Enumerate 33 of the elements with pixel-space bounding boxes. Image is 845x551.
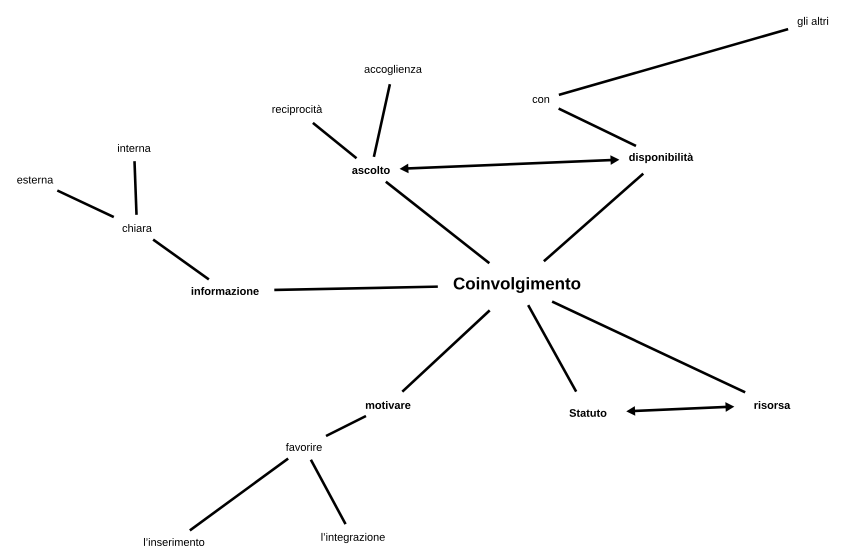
topic-label: l’inserimento	[144, 538, 204, 546]
connector-line	[325, 414, 367, 438]
topic-label: informazione	[192, 286, 259, 296]
topic-label: motivare	[366, 400, 410, 410]
connector-line	[558, 107, 637, 148]
connector-line	[312, 122, 358, 160]
central-topic: Coinvolgimento	[454, 277, 580, 293]
connector-line	[152, 238, 210, 280]
connector-line	[56, 189, 114, 218]
connector-line	[189, 458, 289, 532]
connector-line	[543, 172, 644, 262]
connector-line	[274, 285, 438, 292]
connector-line	[385, 180, 490, 264]
topic-label: reciprocità	[272, 104, 322, 116]
connector-line	[372, 84, 392, 158]
topic-label: gli altri	[798, 16, 828, 28]
topic-label: accoglienza	[364, 64, 422, 76]
connector-line	[401, 309, 491, 393]
topic-label: interna	[118, 144, 151, 152]
topic-label: esterna	[17, 176, 54, 184]
topic-label: con	[532, 97, 550, 103]
topic-label: Statuto	[569, 409, 606, 417]
topic-label: favorire	[286, 442, 322, 452]
topic-label: chiara	[122, 224, 152, 232]
topic-label: risorsa	[754, 400, 790, 410]
topic-label: l’integrazione	[321, 532, 385, 544]
topic-label: disponibilità	[629, 152, 694, 164]
connector-line	[310, 459, 347, 525]
connector-line	[133, 161, 138, 215]
connector-line	[527, 304, 578, 392]
connector-line	[552, 300, 746, 394]
connector-line	[558, 28, 788, 96]
topic-label: ascolto	[352, 166, 390, 174]
